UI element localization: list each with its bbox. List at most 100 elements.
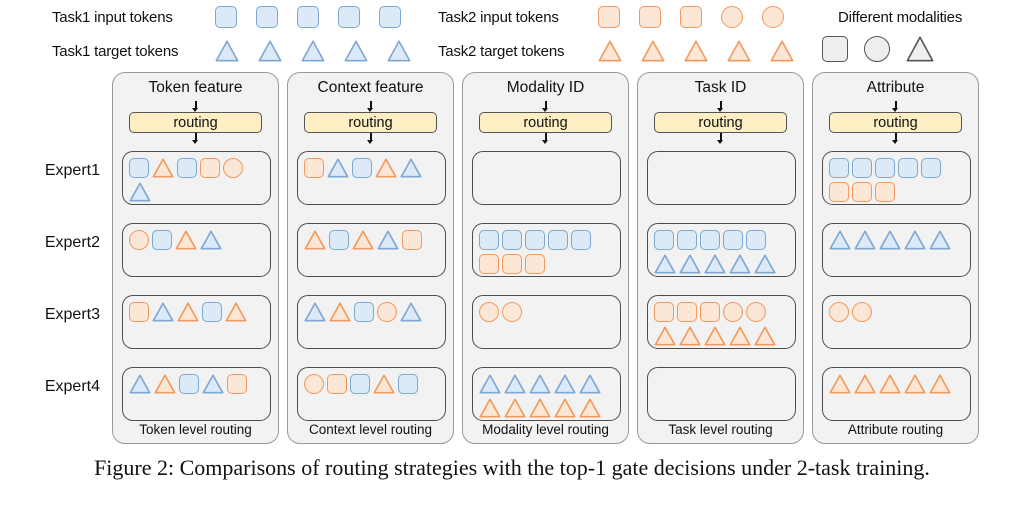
expert-cell-c3-e4[interactable] — [472, 367, 621, 421]
token-triangle-orange — [598, 40, 622, 62]
token-square-orange — [639, 6, 661, 28]
token-square-blue — [350, 374, 370, 394]
expert-cell-c4-e1[interactable] — [647, 151, 796, 205]
token-square-blue — [700, 230, 720, 250]
column-footer-3: Modality level routing — [482, 422, 609, 437]
token-square-orange — [502, 254, 522, 274]
token-circle-orange — [723, 302, 743, 322]
cell-shape-rows — [829, 229, 964, 251]
token-triangle-blue — [704, 254, 726, 274]
routing-box-2[interactable]: routing — [304, 112, 437, 133]
cell-shape-rows — [129, 373, 264, 395]
cell-shape-row-2 — [654, 325, 789, 347]
token-square-blue — [152, 230, 172, 250]
token-square-blue — [379, 6, 401, 28]
legend-swatches-4 — [822, 36, 934, 62]
token-square-blue — [723, 230, 743, 250]
column-title-5: Attribute — [866, 79, 925, 96]
token-circle-orange — [129, 230, 149, 250]
expert-cell-c4-e4[interactable] — [647, 367, 796, 421]
cell-shape-rows — [654, 229, 789, 275]
token-circle-orange — [721, 6, 743, 28]
token-triangle-blue — [879, 230, 901, 250]
token-square-blue — [677, 230, 697, 250]
token-square-blue — [479, 230, 499, 250]
expert-cell-c5-e2[interactable] — [822, 223, 971, 277]
legend-label-0: Task1 input tokens — [52, 9, 173, 26]
cell-shape-rows — [829, 157, 964, 203]
routing-box-4[interactable]: routing — [654, 112, 787, 133]
cell-shape-row-1 — [829, 373, 964, 395]
legend-label-3: Task2 target tokens — [438, 43, 565, 60]
expert-cell-c3-e1[interactable] — [472, 151, 621, 205]
expert-cell-c1-e1[interactable] — [122, 151, 271, 205]
cell-shape-rows — [479, 373, 614, 419]
token-triangle-orange — [177, 302, 199, 322]
expert-cell-c1-e2[interactable] — [122, 223, 271, 277]
token-triangle-blue — [554, 374, 576, 394]
cell-shape-row-1 — [304, 229, 439, 251]
token-square-orange — [677, 302, 697, 322]
token-square-blue — [215, 6, 237, 28]
legend-label-2: Task2 input tokens — [438, 9, 559, 26]
expert-cell-c1-e4[interactable] — [122, 367, 271, 421]
routing-box-1[interactable]: routing — [129, 112, 262, 133]
token-circle-orange — [304, 374, 324, 394]
token-square-orange — [654, 302, 674, 322]
expert-cell-c5-e3[interactable] — [822, 295, 971, 349]
token-square-blue — [746, 230, 766, 250]
token-triangle-orange — [225, 302, 247, 322]
expert-label-4: Expert4 — [44, 378, 100, 395]
token-square-blue — [354, 302, 374, 322]
expert-cell-c2-e1[interactable] — [297, 151, 446, 205]
expert-cell-c4-e3[interactable] — [647, 295, 796, 349]
expert-cell-c5-e4[interactable] — [822, 367, 971, 421]
expert-cell-c2-e2[interactable] — [297, 223, 446, 277]
legend-swatches-3 — [598, 40, 794, 62]
expert-cell-c3-e3[interactable] — [472, 295, 621, 349]
routing-box-3[interactable]: routing — [479, 112, 612, 133]
token-triangle-orange — [829, 374, 851, 394]
arrow-down-icon-out-3 — [541, 133, 550, 144]
expert-cell-c3-e2[interactable] — [472, 223, 621, 277]
column-footer-4: Task level routing — [668, 422, 773, 437]
token-square-orange — [700, 302, 720, 322]
cell-shape-rows — [129, 301, 264, 323]
token-triangle-blue — [215, 40, 239, 62]
token-triangle-orange — [704, 326, 726, 346]
arrow-down-icon-out-5 — [891, 133, 900, 144]
expert-cell-c2-e4[interactable] — [297, 367, 446, 421]
cell-shape-rows — [304, 157, 439, 179]
legend-swatches-0 — [215, 6, 401, 28]
token-square-blue — [297, 6, 319, 28]
expert-cell-c5-e1[interactable] — [822, 151, 971, 205]
token-square-blue — [875, 158, 895, 178]
expert-cell-c2-e3[interactable] — [297, 295, 446, 349]
token-triangle-blue — [129, 182, 151, 202]
token-triangle-orange — [579, 398, 601, 418]
token-triangle-orange — [504, 398, 526, 418]
token-square-orange — [852, 182, 872, 202]
token-triangle-blue — [479, 374, 501, 394]
routing-box-5[interactable]: routing — [829, 112, 962, 133]
token-triangle-orange — [854, 374, 876, 394]
expert-cell-c4-e2[interactable] — [647, 223, 796, 277]
column-title-3: Modality ID — [506, 79, 585, 96]
token-square-orange — [402, 230, 422, 250]
legend-label-1: Task1 target tokens — [52, 43, 179, 60]
token-triangle-blue — [387, 40, 411, 62]
token-square-blue — [548, 230, 568, 250]
cell-shape-row-1 — [304, 157, 439, 179]
cell-shape-row-2 — [654, 253, 789, 275]
token-triangle-blue — [200, 230, 222, 250]
column-title-4: Task ID — [694, 79, 747, 96]
token-square-blue — [179, 374, 199, 394]
token-triangle-orange — [684, 40, 708, 62]
expert-cell-c1-e3[interactable] — [122, 295, 271, 349]
token-square-orange — [129, 302, 149, 322]
